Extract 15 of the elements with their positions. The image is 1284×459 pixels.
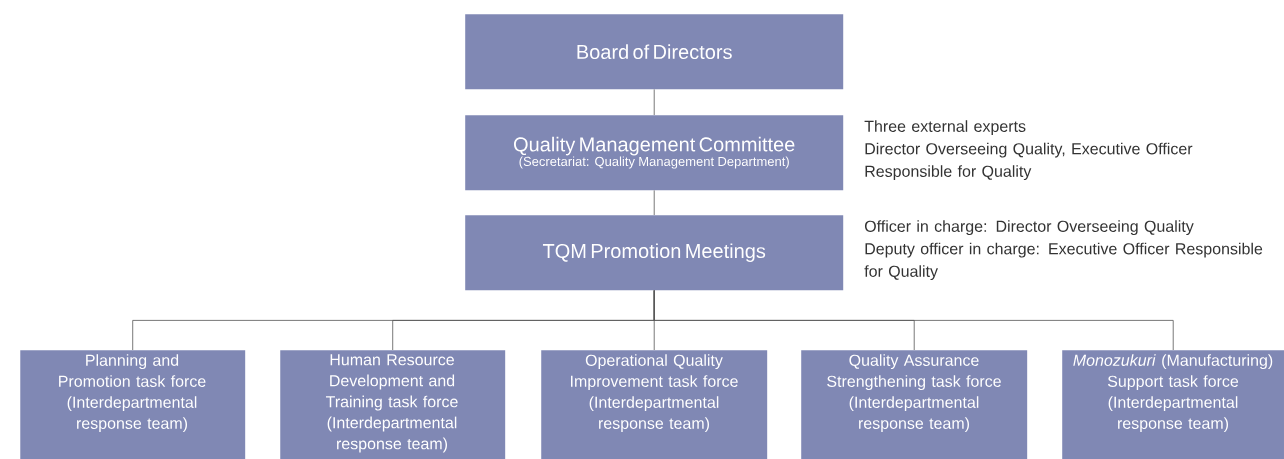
note-text: Officer in charge: Director Overseeing Quality [864, 220, 1194, 236]
task-force-box: Planning and Promotion task force (Interdepartmental response team) [20, 350, 246, 459]
task-force-box: Human Resource Development and Training task force (Interdepartmental response team) [280, 350, 506, 459]
connector-line [653, 89, 655, 116]
task-force-box: Operational Quality Improvement task force (Interdepartmental response team) [541, 350, 768, 459]
task-force-box: Monozukuri (Manufacturing) Support task force (Interdepartmental response team) [1062, 350, 1284, 459]
org-box: Board of Directors [465, 14, 844, 90]
note-text: Deputy officer in charge: Executive Officer Responsible for Quality [864, 242, 1263, 281]
task-force-box: Quality Assurance Strengthening task force (Interdepartmental response team) [801, 350, 1028, 459]
connector-line [653, 190, 655, 216]
note-text: Three external experts [864, 120, 1026, 136]
connector-line [653, 290, 1174, 351]
note-text: Director Overseeing Quality, Executive Officer Responsible for Quality [865, 142, 1193, 181]
org-box: Quality Management Committee (Secretariat: Quality Management Department) [465, 115, 844, 191]
org-box: TQM Promotion Meetings [465, 215, 844, 291]
